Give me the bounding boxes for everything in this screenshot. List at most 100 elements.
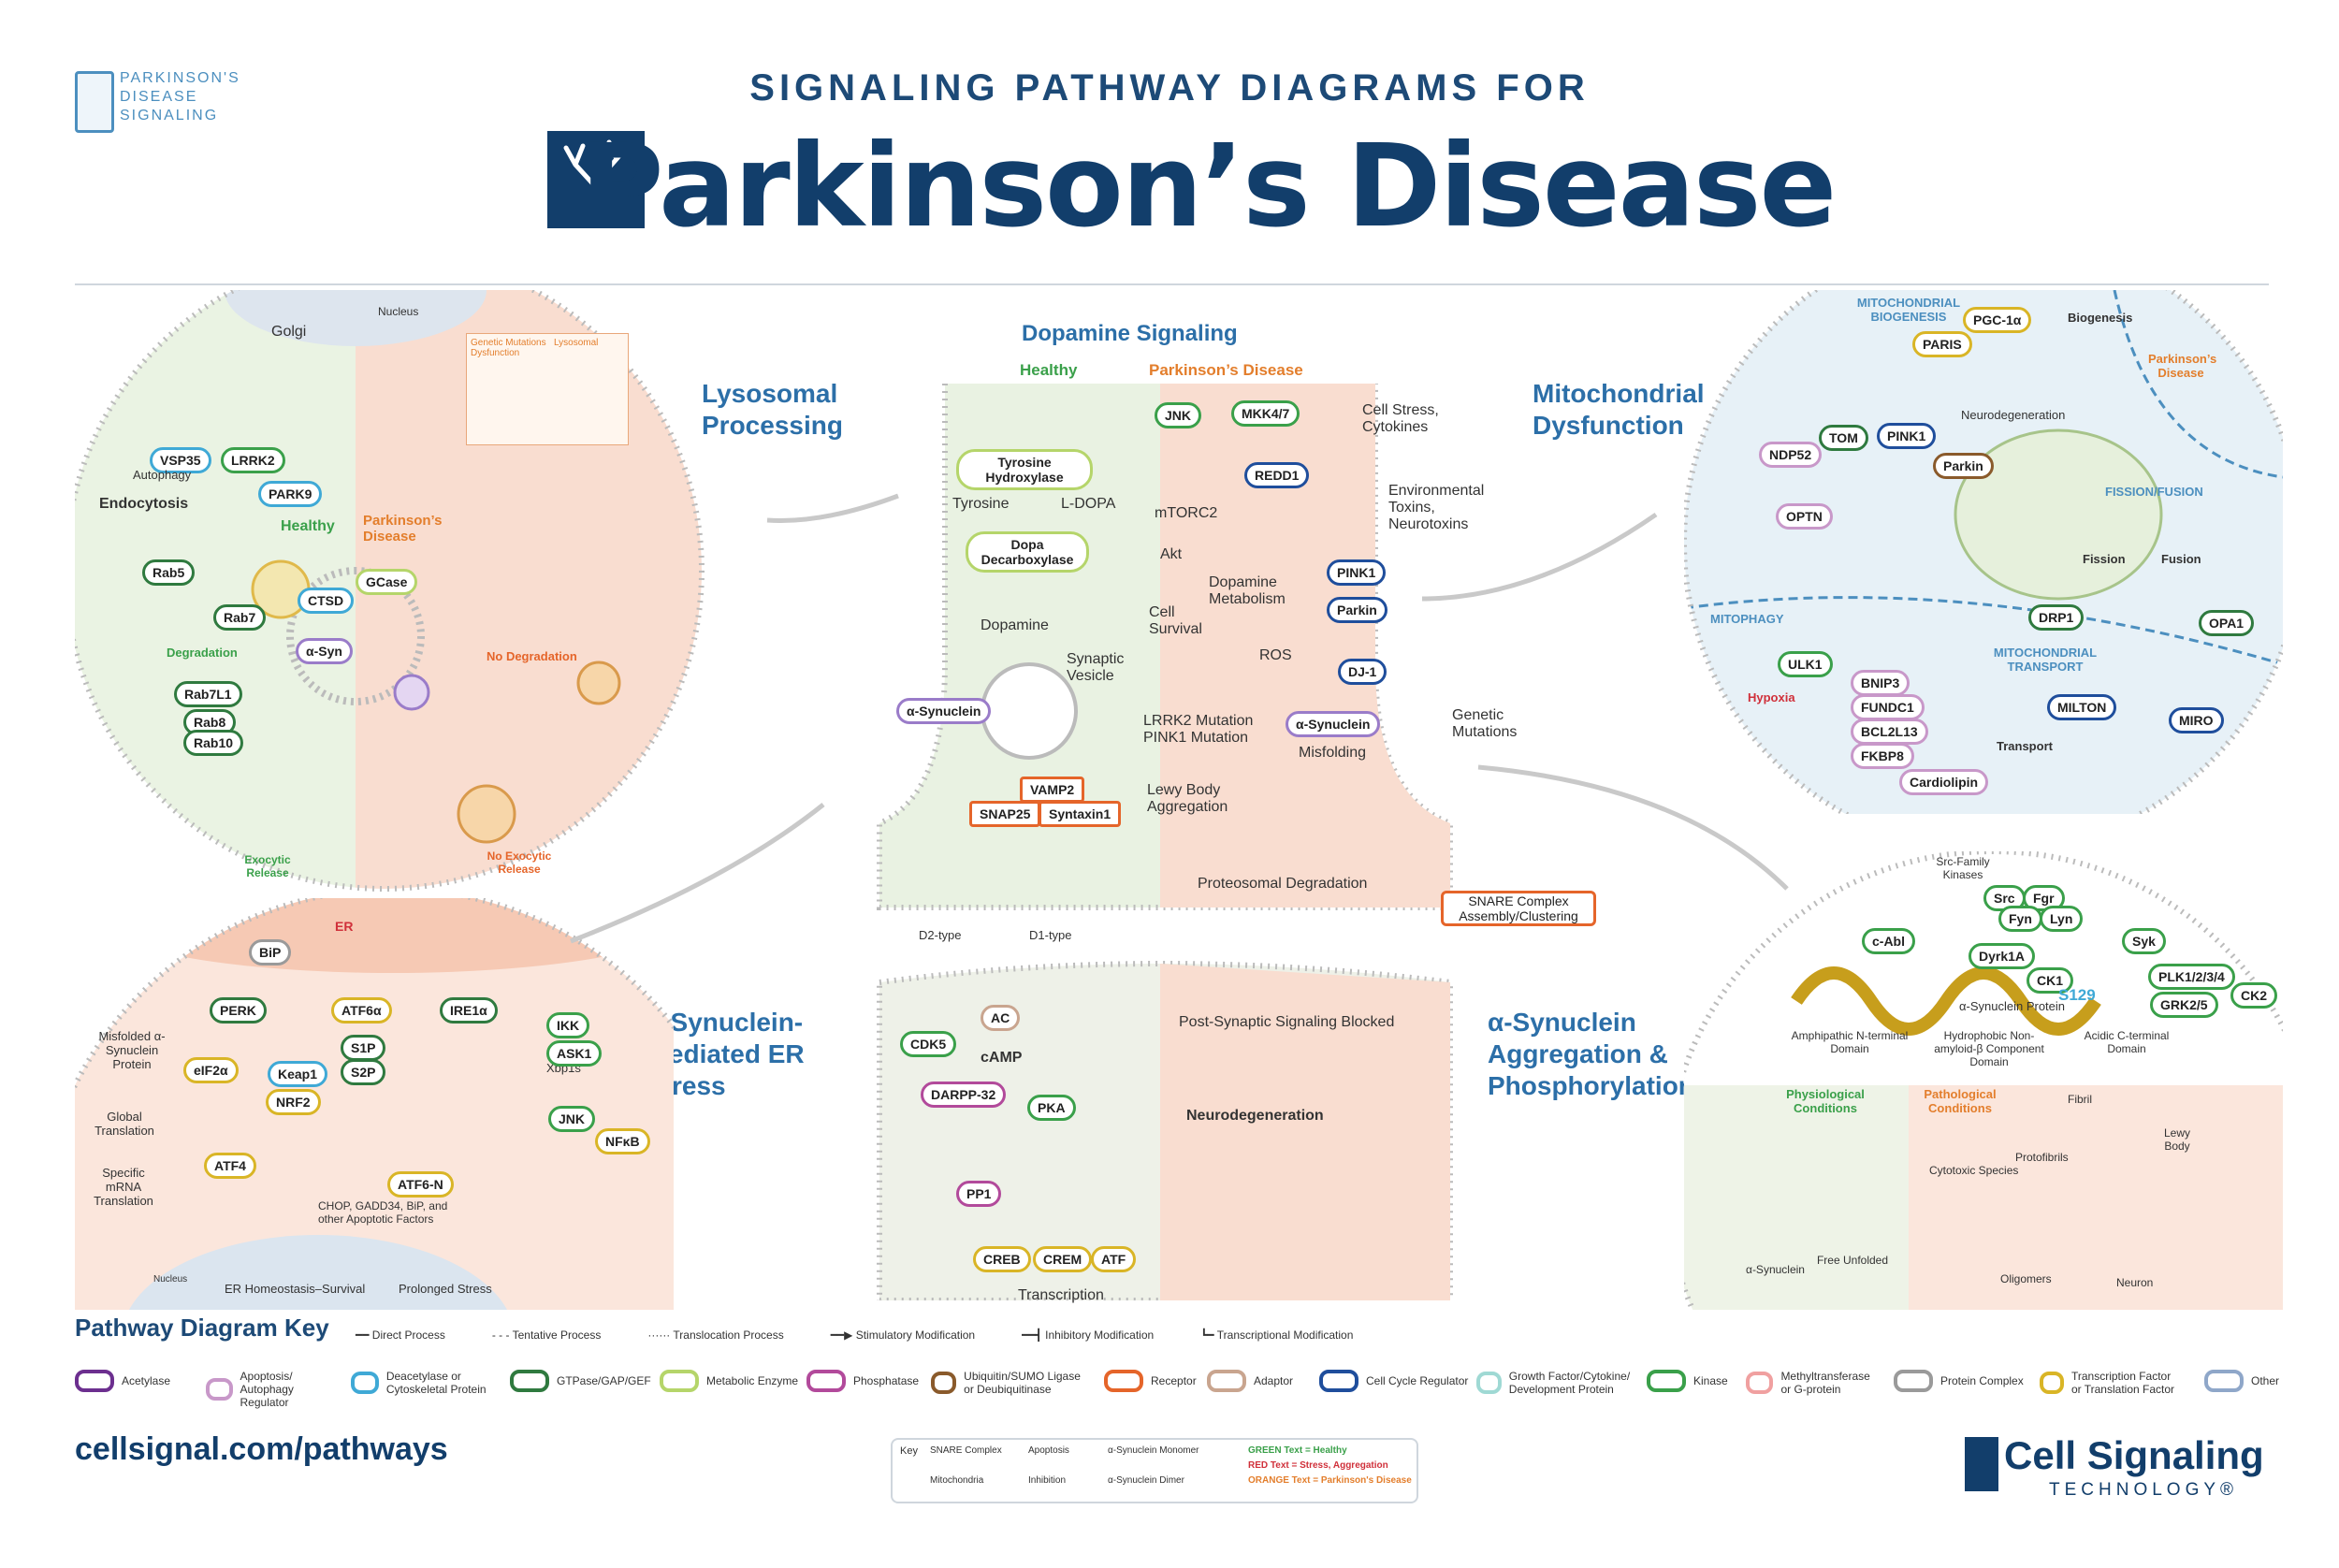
legend-adaptor: Adaptor <box>1207 1370 1293 1392</box>
line-inhibitory: ━━┫ Inhibitory Modification <box>1022 1328 1155 1342</box>
free-unfolded-label: Free Unfolded <box>1816 1254 1889 1267</box>
s1p-node: S1P <box>341 1035 386 1061</box>
mito-biogenesis-label: MITOCHONDRIAL BIOGENESIS <box>1856 296 1961 324</box>
cell-survival-label: Cell Survival <box>1149 604 1202 637</box>
atf4-node: ATF4 <box>204 1153 256 1179</box>
asyn-pd-node: α-Synuclein <box>1286 711 1381 737</box>
lewy-body-agg-label: Lewy Body <box>2163 1126 2190 1153</box>
bnip3-node: BNIP3 <box>1851 670 1910 696</box>
src-family-kinases-label: Src-Family Kinases <box>1936 855 1990 881</box>
mutation-box: Genetic Mutations Lysosomal Dysfunction <box>466 333 629 445</box>
paris-node: PARIS <box>1912 331 1972 357</box>
transport-label: Transport <box>1997 739 2053 753</box>
legend-receptor: Receptor <box>1104 1370 1197 1392</box>
dopamine-healthy-label: Healthy <box>1020 361 1078 379</box>
line-tentative: - - - Tentative Process <box>491 1328 602 1342</box>
line-stimulatory: ━━▶ Stimulatory Modification <box>830 1328 976 1342</box>
syk-node: Syk <box>2122 928 2166 954</box>
asyn-agg-label: α-Synuclein <box>1746 1263 1805 1276</box>
th-node: Tyrosine Hydroxylase <box>956 449 1093 490</box>
perk-node: PERK <box>210 997 267 1024</box>
fission-label: Fission <box>2083 552 2126 566</box>
park9-node: PARK9 <box>258 481 323 507</box>
neuron-logo-icon <box>547 131 645 228</box>
legend-transcription-factor: Transcription Factor or Translation Fact… <box>2040 1370 2180 1396</box>
creb-node: CREB <box>973 1246 1031 1272</box>
fundc1-node: FUNDC1 <box>1851 694 1925 720</box>
darpp32-node: DARPP-32 <box>921 1082 1007 1108</box>
key-mitochondria: Mitochondria <box>930 1475 984 1486</box>
rab7l1-node: Rab7L1 <box>174 681 242 707</box>
mtorc2-label: mTORC2 <box>1155 505 1218 521</box>
parkin-mito-node: Parkin <box>1933 453 1994 479</box>
bcl2l13-node: BCL2L13 <box>1851 719 1928 745</box>
milton-node: MILTON <box>2047 694 2117 720</box>
d1-type-label: D1-type <box>1029 928 1072 942</box>
vsp35-node: VSP35 <box>150 447 211 473</box>
er-homeostasis-label: ER Homeostasis–Survival <box>225 1282 366 1296</box>
degradation-label: Degradation <box>167 646 238 660</box>
fusion-label: Fusion <box>2161 552 2201 566</box>
key-dimer: α-Synuclein Dimer <box>1108 1475 1184 1486</box>
prolonged-stress-label: Prolonged Stress <box>399 1282 492 1296</box>
page-title: Parkinson’s Disease <box>580 120 1837 253</box>
lewy-body-label: Lewy Body Aggregation <box>1147 782 1228 815</box>
no-exocytic-release-label: No Exocytic Release <box>487 849 552 876</box>
line-key: ━━ Direct Process - - - Tentative Proces… <box>356 1328 1353 1342</box>
camp-label: cAMP <box>981 1050 1023 1066</box>
nfkb-node: NFκB <box>595 1128 650 1154</box>
endocytosis-label: Endocytosis <box>99 496 189 512</box>
subtitle: SIGNALING PATHWAY DIAGRAMS FOR <box>749 67 1590 109</box>
s2p-node: S2P <box>341 1059 386 1085</box>
synaptic-vesicle-label: Synaptic Vesicle <box>1067 651 1125 684</box>
ros-label: ROS <box>1259 647 1292 663</box>
exocytic-release-label: Exocytic Release <box>244 853 291 879</box>
section-title-aggregation: α-Synuclein Aggregation & Phosphorylatio… <box>1488 1008 1694 1100</box>
lyn-node: Lyn <box>2040 906 2084 932</box>
neurodegeneration-label: Neurodegeneration <box>1186 1108 1324 1124</box>
badge-text: PARKINSON'S DISEASE SIGNALING <box>120 70 240 123</box>
line-translocation: ······ Translocation Process <box>647 1328 784 1342</box>
hypoxia-label: Hypoxia <box>1748 690 1795 704</box>
jnk-er-node: JNK <box>548 1106 596 1132</box>
pp1-node: PP1 <box>956 1181 1002 1207</box>
er-label: ER <box>335 919 354 934</box>
mito-pd-label: Parkinson’s Disease <box>2148 352 2217 380</box>
ndp52-node: NDP52 <box>1759 442 1823 468</box>
fkbp8-node: FKBP8 <box>1851 743 1914 769</box>
symbol-key-box: Key SNARE Complex Apoptosis α-Synuclein … <box>891 1438 1418 1503</box>
legend-other: Other <box>2204 1370 2279 1392</box>
section-title-mito: Mitochondrial Dysfunction <box>1533 379 1705 440</box>
ldopa-label: L-DOPA <box>1061 496 1116 512</box>
miro-node: MIRO <box>2169 707 2224 733</box>
jnk-node: JNK <box>1155 402 1202 428</box>
cytotoxic-species-label: Cytotoxic Species <box>1929 1164 2019 1177</box>
rab7-node: Rab7 <box>213 604 267 631</box>
key-inhibition: Inhibition <box>1028 1475 1067 1486</box>
post-synaptic-blocked-label: Post-Synaptic Signaling Blocked <box>1179 1014 1395 1030</box>
pink1-node: PINK1 <box>1327 559 1387 586</box>
genetic-mutations-label: Genetic Mutations <box>1452 707 1518 740</box>
ire1a-node: IRE1α <box>440 997 498 1024</box>
key-apoptosis: Apoptosis <box>1028 1445 1069 1456</box>
cst-logo-icon <box>1965 1437 1998 1491</box>
legend-deacetylase: Deacetylase or Cytoskeletal Protein <box>351 1370 501 1396</box>
legend-cell-cycle: Cell Cycle Regulator <box>1319 1370 1468 1392</box>
rab5-node: Rab5 <box>142 559 196 586</box>
company-name: Cell Signaling <box>2004 1433 2264 1477</box>
chop-label: CHOP, GADD34, BiP, and other Apoptotic F… <box>318 1199 448 1226</box>
atf6n-node: ATF6-N <box>387 1171 454 1198</box>
ask1-node: ASK1 <box>546 1040 603 1067</box>
key-orange-text: ORANGE Text = Parkinson's Disease <box>1248 1475 1412 1486</box>
dopamine-pd-label: Parkinson’s Disease <box>1149 361 1303 379</box>
ikk-node: IKK <box>546 1012 590 1038</box>
legend-gtpase: GTPase/GAP/GEF <box>510 1370 651 1392</box>
cabl-node: c-Abl <box>1862 928 1915 954</box>
plk-node: PLK1/2/3/4 <box>2148 964 2235 990</box>
neurodegeneration-mito-label: Neurodegeneration <box>1961 408 2066 422</box>
tom-node: TOM <box>1819 425 1868 451</box>
lrrk2-node: LRRK2 <box>221 447 285 473</box>
fyn-node: Fyn <box>1998 906 2042 932</box>
neuron-label: Neuron <box>2116 1276 2154 1289</box>
footer-url[interactable]: cellsignal.com/pathways <box>75 1431 448 1467</box>
